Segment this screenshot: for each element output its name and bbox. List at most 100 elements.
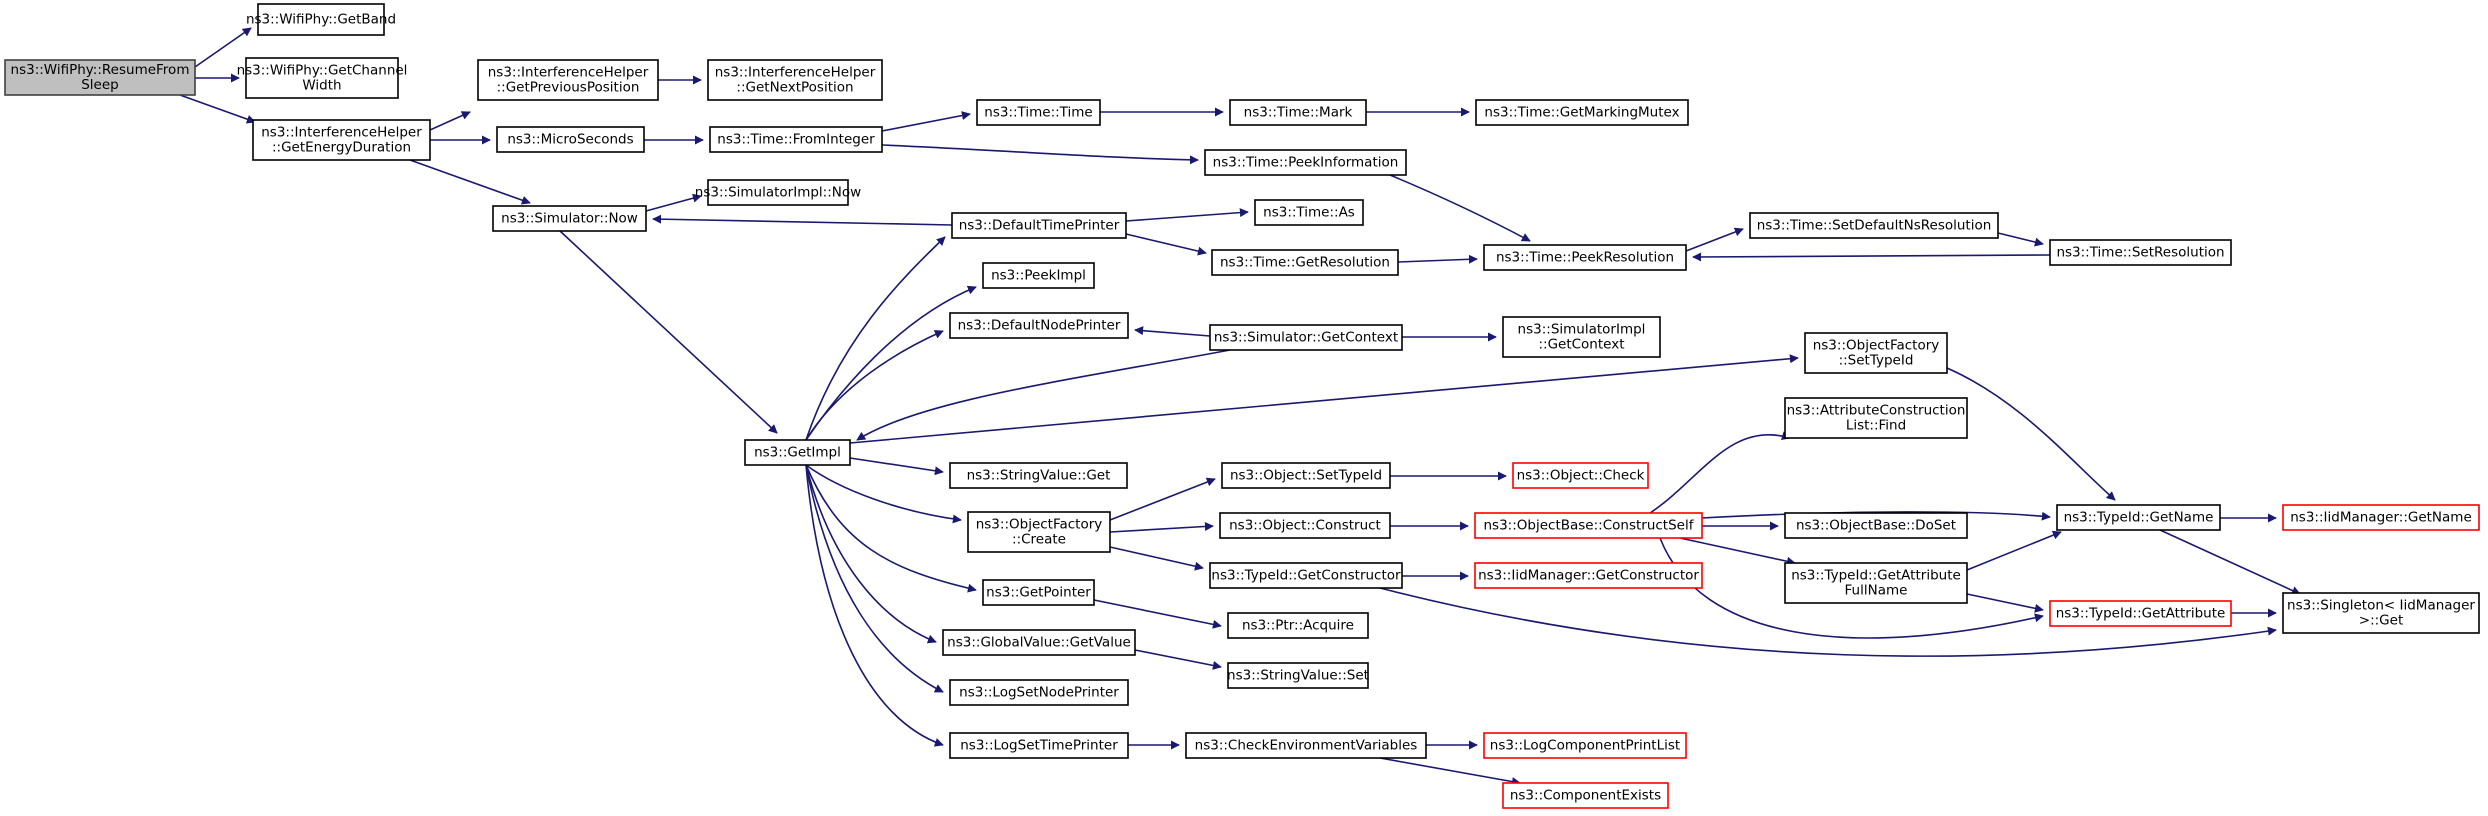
node-getres[interactable]: ns3::Time::GetResolution: [1211, 249, 1399, 276]
node-label: ns3::WifiPhy::GetBand: [246, 12, 396, 28]
node-constructself[interactable]: ns3::ObjectBase::ConstructSelf: [1474, 512, 1703, 539]
node-doset[interactable]: ns3::ObjectBase::DoSet: [1784, 512, 1968, 539]
node-strset[interactable]: ns3::StringValue::Set: [1227, 662, 1369, 689]
node-label: ns3::Object::Construct: [1229, 518, 1381, 534]
node-tidctor[interactable]: ns3::TypeId::GetConstructor: [1209, 562, 1403, 589]
edge-to-gvget: [805, 464, 937, 644]
node-prevpos[interactable]: ns3::InterferenceHelper::GetPreviousPosi…: [477, 59, 659, 101]
node-label: ns3::StringValue::Get: [967, 468, 1111, 484]
edge-to-getattr: [1966, 593, 2044, 613]
node-box: [252, 119, 431, 161]
edge-to-as: [1125, 208, 1249, 222]
node-setdefres[interactable]: ns3::Time::SetDefaultNsResolution: [1749, 212, 1999, 239]
node-mark[interactable]: ns3::Time::Mark: [1229, 99, 1367, 126]
node-objsettid[interactable]: ns3::Object::SetTypeId: [1221, 462, 1391, 489]
node-label: ns3::InterferenceHelper: [261, 125, 422, 141]
node-deftime[interactable]: ns3::DefaultTimePrinter: [951, 212, 1127, 239]
node-strget[interactable]: ns3::StringValue::Get: [949, 462, 1128, 489]
edge-to-peekimpl: [805, 285, 977, 441]
node-getband[interactable]: ns3::WifiPhy::GetBand: [246, 3, 396, 36]
edge-to-getptr: [805, 464, 977, 593]
node-label: ns3::Time::PeekResolution: [1496, 250, 1674, 266]
node-as[interactable]: ns3::Time::As: [1254, 199, 1364, 226]
node-label: ns3::GetImpl: [754, 445, 841, 461]
node-label: ns3::TypeId::GetAttribute: [2056, 606, 2226, 622]
edge-to-acquire: [1093, 599, 1222, 629]
node-getctx[interactable]: ns3::Simulator::GetContext: [1209, 324, 1403, 351]
node-ofsettid[interactable]: ns3::ObjectFactory::SetTypeId: [1804, 332, 1948, 374]
node-iidname[interactable]: ns3::IidManager::GetName: [2282, 504, 2480, 531]
node-label: ns3::StringValue::Set: [1227, 668, 1369, 684]
node-label: ns3::SimulatorImpl: [1518, 322, 1646, 338]
node-defnode[interactable]: ns3::DefaultNodePrinter: [949, 312, 1129, 339]
node-label: ns3::Time::Mark: [1244, 105, 1353, 121]
node-nextpos[interactable]: ns3::InterferenceHelper::GetNextPosition: [707, 59, 883, 101]
edge-to-logtime: [805, 464, 944, 747]
node-box: [1219, 512, 1391, 539]
node-label: Width: [302, 78, 341, 94]
node-peekres[interactable]: ns3::Time::PeekResolution: [1483, 244, 1687, 271]
edge-to-objsettid: [1109, 477, 1216, 521]
node-acquire[interactable]: ns3::Ptr::Acquire: [1227, 612, 1369, 639]
node-simnow[interactable]: ns3::Simulator::Now: [492, 205, 647, 232]
node-setres[interactable]: ns3::Time::SetResolution: [2049, 239, 2232, 266]
node-iidctor[interactable]: ns3::IidManager::GetConstructor: [1474, 562, 1703, 589]
node-tidname[interactable]: ns3::TypeId::GetName: [2056, 504, 2221, 531]
node-box: [709, 126, 883, 153]
node-compexists[interactable]: ns3::ComponentExists: [1502, 782, 1669, 809]
node-label: ns3::AttributeConstruction: [1787, 403, 1966, 419]
node-box: [1475, 99, 1689, 126]
node-objcheck[interactable]: ns3::Object::Check: [1512, 462, 1649, 489]
edge-to-simimplnow: [645, 193, 702, 212]
node-box: [1185, 732, 1427, 759]
node-box: [1474, 512, 1703, 539]
node-peekinfo[interactable]: ns3::Time::PeekInformation: [1204, 149, 1407, 176]
node-lognode[interactable]: ns3::LogSetNodePrinter: [949, 679, 1129, 706]
node-label: ns3::LogSetNodePrinter: [959, 685, 1119, 701]
node-label: ns3::TypeId::GetAttribute: [1791, 568, 1961, 584]
node-label: ns3::ObjectFactory: [976, 517, 1103, 533]
node-label: ns3::LogComponentPrintList: [1490, 738, 1680, 754]
node-micro[interactable]: ns3::MicroSeconds: [496, 126, 645, 153]
edge-to-getimpl: [856, 349, 1231, 441]
node-ofcreate[interactable]: ns3::ObjectFactory::Create: [967, 511, 1111, 553]
edge-to-singleton: [2159, 529, 2301, 595]
node-gvget[interactable]: ns3::GlobalValue::GetValue: [942, 629, 1136, 656]
node-box: [1483, 244, 1687, 271]
node-energy[interactable]: ns3::InterferenceHelper::GetEnergyDurati…: [252, 119, 431, 161]
node-getptr[interactable]: ns3::GetPointer: [982, 579, 1095, 606]
node-implctx[interactable]: ns3::SimulatorImpl::GetContext: [1502, 316, 1661, 358]
edge-to-ofsettid: [849, 354, 1799, 444]
node-objconstruct[interactable]: ns3::Object::Construct: [1219, 512, 1391, 539]
node-label: ns3::DefaultTimePrinter: [959, 218, 1120, 234]
node-logtime[interactable]: ns3::LogSetTimePrinter: [949, 732, 1129, 759]
node-logprint[interactable]: ns3::LogComponentPrintList: [1483, 732, 1687, 759]
node-label: ::Create: [1012, 532, 1066, 548]
node-label: ns3::Time::SetResolution: [2056, 245, 2224, 261]
node-peekimpl[interactable]: ns3::PeekImpl: [982, 262, 1095, 289]
node-singleton[interactable]: ns3::Singleton< IidManager>::Get: [2282, 592, 2480, 634]
node-label: List::Find: [1846, 418, 1906, 434]
node-box: [1227, 612, 1369, 639]
node-getimpl[interactable]: ns3::GetImpl: [744, 439, 851, 466]
node-box: [1784, 562, 1968, 604]
node-getattr[interactable]: ns3::TypeId::GetAttribute: [2049, 600, 2232, 627]
node-label: ns3::WifiPhy::GetChannel: [237, 63, 408, 79]
node-fromint[interactable]: ns3::Time::FromInteger: [709, 126, 883, 153]
node-box: [1209, 562, 1403, 589]
node-simimplnow[interactable]: ns3::SimulatorImpl::Now: [695, 179, 861, 206]
node-checkenv[interactable]: ns3::CheckEnvironmentVariables: [1185, 732, 1427, 759]
edge-to-peekinfo: [881, 144, 1199, 165]
node-box: [982, 579, 1095, 606]
node-time[interactable]: ns3::Time::Time: [976, 99, 1101, 126]
node-label: ns3::DefaultNodePrinter: [958, 318, 1121, 334]
node-markmutex[interactable]: ns3::Time::GetMarkingMutex: [1475, 99, 1689, 126]
node-label: ns3::ObjectBase::DoSet: [1796, 518, 1956, 534]
node-box: [1254, 199, 1364, 226]
edge-to-peekres: [1389, 174, 1531, 242]
node-box: [1784, 397, 1968, 439]
